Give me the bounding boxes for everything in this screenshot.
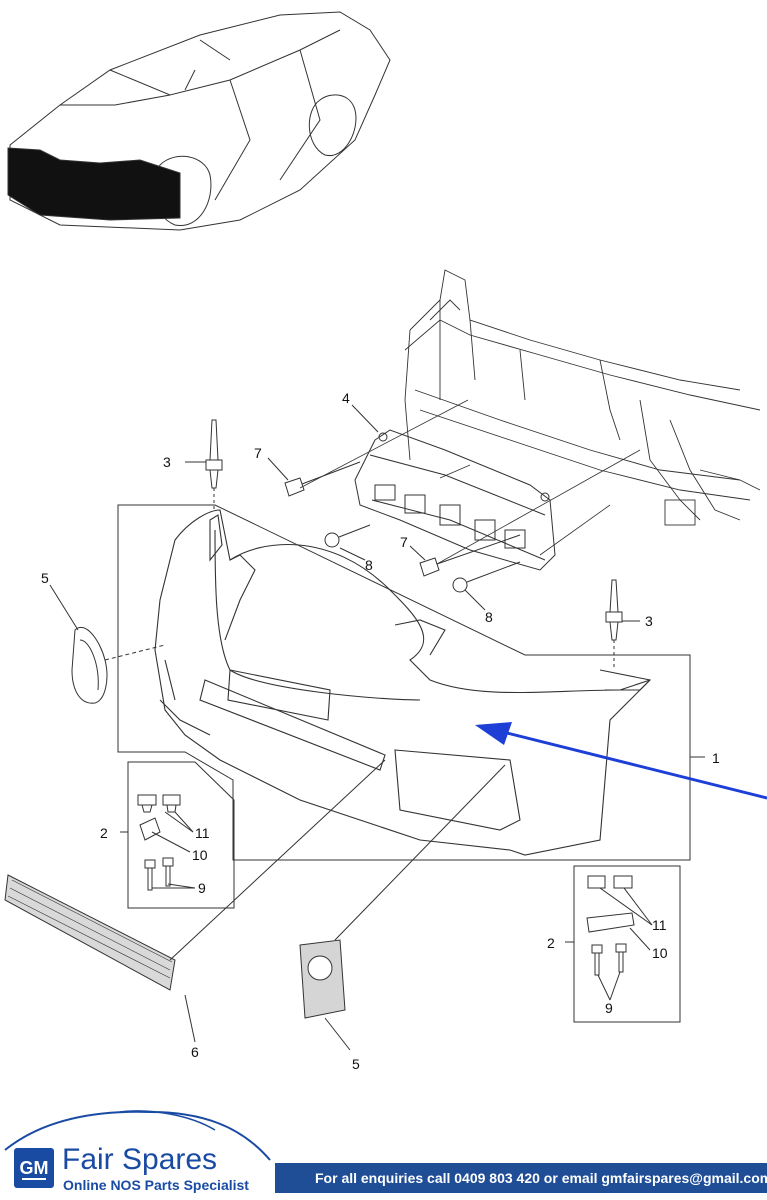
push-pin-right bbox=[605, 579, 623, 670]
callout-8-right: 8 bbox=[485, 609, 493, 625]
callout-10-left: 10 bbox=[192, 847, 208, 863]
callout-3-right: 3 bbox=[645, 613, 653, 629]
fasteners-right bbox=[586, 875, 653, 1001]
callout-6: 6 bbox=[191, 1044, 199, 1060]
brand-name: Fair Spares bbox=[62, 1143, 218, 1176]
callout-10-right: 10 bbox=[652, 945, 668, 961]
logo-text: GM bbox=[19, 1157, 49, 1178]
bolts bbox=[284, 461, 521, 593]
lower-grille bbox=[4, 759, 386, 991]
bumper-group-outline bbox=[117, 504, 691, 861]
callout-7-left: 7 bbox=[254, 445, 262, 461]
fog-lamp-bezel-right bbox=[299, 764, 506, 1019]
clip-group-right bbox=[573, 865, 681, 1023]
brand-tagline: Online NOS Parts Specialist bbox=[63, 1177, 249, 1193]
parts-diagram: 1 2 2 3 3 4 5 5 6 7 7 8 8 9 9 10 10 11 1… bbox=[4, 11, 767, 1072]
footer-car-swoosh bbox=[4, 1110, 271, 1161]
fog-lamp-bezel-left bbox=[71, 627, 166, 704]
contact-text: For all enquiries call 0409 803 420 or e… bbox=[315, 1170, 767, 1186]
callout-2-left: 2 bbox=[100, 825, 108, 841]
callout-5-left: 5 bbox=[41, 570, 49, 586]
contact-bar: For all enquiries call 0409 803 420 or e… bbox=[275, 1163, 767, 1193]
callout-1: 1 bbox=[712, 750, 720, 766]
clip-group-left bbox=[127, 761, 235, 909]
push-pin-left bbox=[205, 419, 223, 510]
callout-5-right: 5 bbox=[352, 1056, 360, 1072]
callout-2-right: 2 bbox=[547, 935, 555, 951]
fasteners-left bbox=[137, 794, 196, 891]
callout-7-right: 7 bbox=[400, 534, 408, 550]
pointer-arrow-icon bbox=[475, 722, 767, 800]
gm-logo-icon: GM bbox=[14, 1148, 54, 1188]
callout-8-left: 8 bbox=[365, 557, 373, 573]
front-bumper-cover bbox=[154, 509, 652, 856]
radiator-support bbox=[404, 269, 761, 526]
callout-9-left: 9 bbox=[198, 880, 206, 896]
callout-3-left: 3 bbox=[163, 454, 171, 470]
callout-9-right: 9 bbox=[605, 1000, 613, 1016]
callout-11-left: 11 bbox=[195, 825, 210, 841]
callout-4: 4 bbox=[342, 390, 350, 406]
bumper-absorber-bracket bbox=[354, 429, 556, 571]
callout-11-right: 11 bbox=[652, 917, 667, 933]
front-bumper-highlight bbox=[7, 147, 181, 221]
